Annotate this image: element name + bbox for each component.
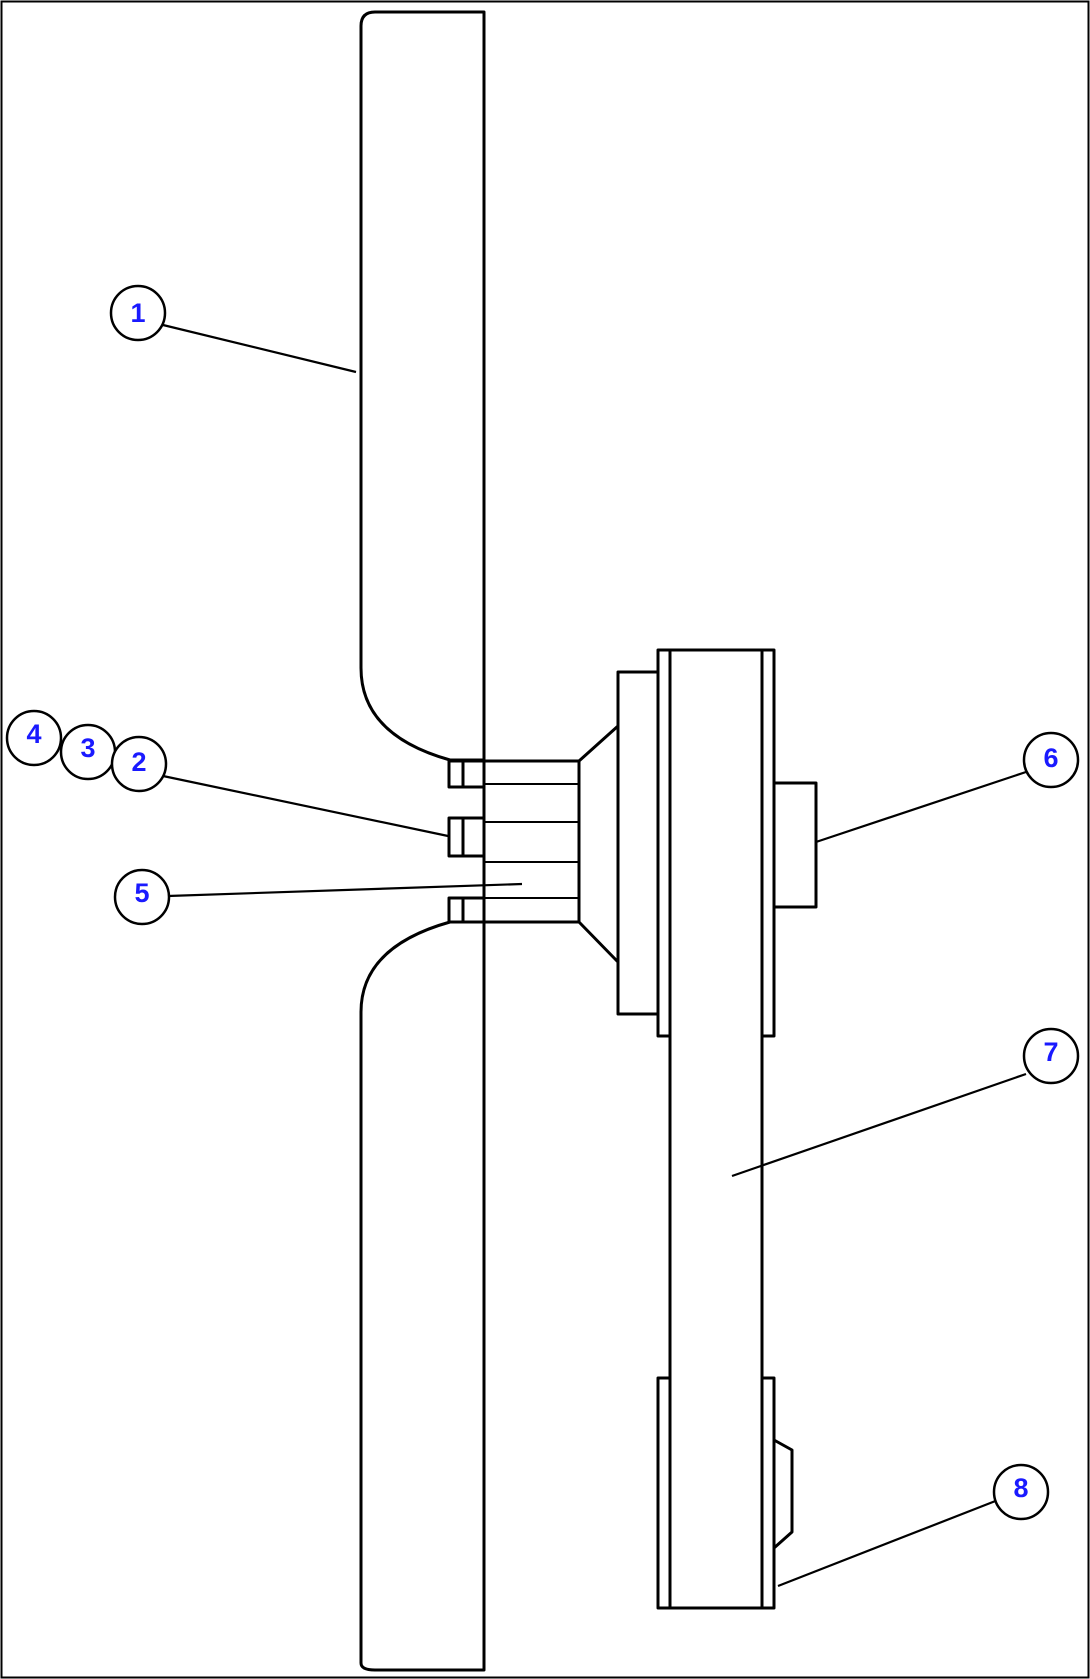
- fan-pulley: [616, 648, 776, 1038]
- callout-4-number: 4: [26, 719, 41, 749]
- callout-4: 4: [5, 709, 63, 767]
- callout-2: 2: [110, 735, 168, 793]
- callout-7: 7: [1022, 1027, 1080, 1085]
- callout-3-number: 3: [80, 733, 95, 763]
- callout-5-number: 5: [134, 878, 149, 908]
- callout-1-number: 1: [130, 298, 145, 328]
- callout-2-number: 2: [131, 747, 146, 777]
- leader-lines: [162, 323, 1027, 1588]
- lower-pulley: [656, 1376, 794, 1610]
- mounting-bolts: [447, 759, 486, 924]
- callout-5: 5: [113, 868, 171, 926]
- callout-3: 3: [59, 723, 117, 781]
- drive-belt: [668, 648, 764, 1610]
- callout-1: 1: [109, 284, 167, 342]
- fan-blades: [359, 10, 486, 1672]
- callout-8: 8: [992, 1463, 1050, 1521]
- callout-6: 6: [1022, 731, 1080, 789]
- callout-7-number: 7: [1043, 1037, 1058, 1067]
- callout-6-number: 6: [1043, 743, 1058, 773]
- callout-8-number: 8: [1013, 1473, 1028, 1503]
- pulley-boss: [772, 781, 818, 909]
- fan-spacer: [482, 724, 620, 964]
